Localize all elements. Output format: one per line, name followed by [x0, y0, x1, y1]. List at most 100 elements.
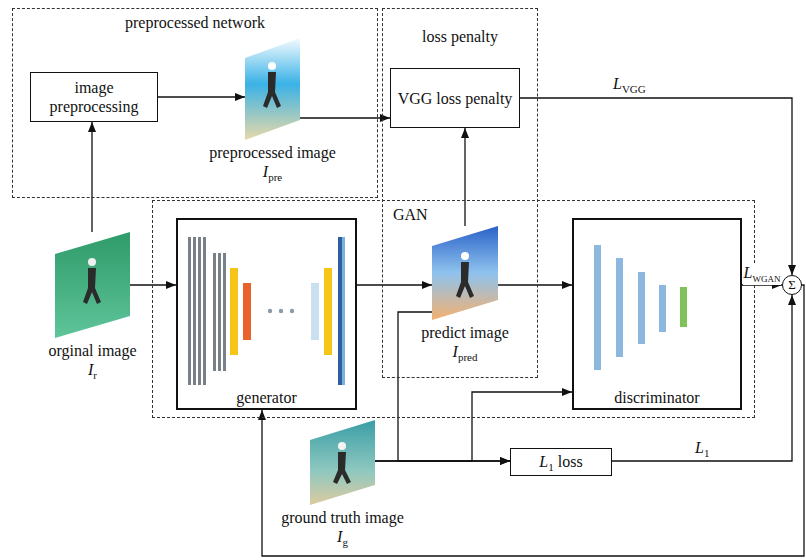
sum-symbol: Σ [788, 277, 796, 293]
edge-label: L [613, 75, 622, 92]
loss-label: LVGG [612, 74, 647, 95]
layer-bar [680, 287, 687, 327]
node-text: preprocessed image [209, 144, 336, 161]
group-heading: GAN [393, 205, 428, 224]
image-caption: predict imageIpred [421, 323, 509, 363]
diver-head [338, 442, 346, 450]
layer-bar [594, 245, 601, 370]
layer-bar [324, 268, 332, 355]
layer-bar [243, 283, 251, 340]
preprocessed-photo [245, 38, 300, 140]
image-node: predict imageIpred [432, 226, 498, 320]
node-text: 1 [548, 461, 554, 473]
node-text: pred [458, 351, 478, 363]
subscript-label: WGAN [752, 274, 780, 284]
connector [91, 122, 92, 232]
node-text: ground truth image [281, 509, 404, 526]
network-box: generator [176, 218, 357, 410]
node-text: loss [558, 453, 583, 470]
connector [498, 284, 572, 285]
text-line: L1 loss [539, 452, 582, 473]
ellipsis-dot [268, 309, 272, 313]
predict-photo [432, 226, 498, 320]
node-text: generator [236, 389, 296, 406]
node-text: g [342, 536, 348, 548]
dashed-group: preprocessed network image preprocessing p… [12, 8, 378, 198]
node-text: Σ [788, 277, 796, 292]
connector [130, 284, 176, 285]
node-text: preprocessed network [125, 14, 265, 31]
connector [398, 312, 510, 461]
diver-figure [333, 452, 351, 484]
group-heading: preprocessed network [13, 13, 377, 32]
edge-label: L [695, 439, 704, 456]
text-line: Ig [281, 527, 404, 548]
node-text: predict image [421, 324, 509, 341]
text-line: GAN [393, 205, 428, 224]
node-text: r [93, 369, 97, 381]
text-line: ground truth image [281, 508, 404, 527]
edge-label: L [744, 264, 753, 281]
ellipsis-dot [279, 309, 283, 313]
image-caption: preprocessed imageIpre [209, 143, 336, 183]
layer-bar [659, 285, 666, 332]
layer-bar [638, 272, 645, 344]
image-node: ground truth imageIg [310, 420, 375, 505]
connector [357, 284, 432, 285]
generator-layers [188, 237, 345, 385]
discriminator-layers [594, 245, 687, 370]
text-line: Σ [788, 277, 796, 293]
text-line: predict image [421, 323, 509, 342]
dashed-group: GAN generator discriminator [152, 200, 755, 418]
connector [464, 128, 465, 226]
diver-figure [83, 268, 101, 304]
text-line: Ipred [421, 342, 509, 363]
layer-bar [198, 237, 201, 385]
connector [520, 98, 792, 275]
image-caption: ground truth imageIg [281, 508, 404, 548]
subscript-label: VGG [622, 83, 646, 95]
group-heading: loss penalty [383, 27, 537, 46]
original-photo [55, 232, 130, 338]
text-line: Ipre [209, 162, 336, 183]
text-line: image preprocessing [37, 78, 151, 116]
connector [300, 117, 390, 118]
layer-bar [213, 253, 216, 371]
subscript-label: 1 [704, 447, 710, 459]
node-text: I [88, 361, 93, 378]
layer-bar [193, 237, 196, 385]
node-text: VGG loss penalty [398, 90, 513, 107]
process-box: image preprocessing [30, 72, 158, 122]
layer-bar [203, 237, 206, 385]
text-line: Ir [48, 360, 136, 381]
layer-bar [338, 237, 342, 385]
loss-label: LWGAN [743, 263, 782, 285]
diver-head [268, 62, 276, 70]
text-line: loss penalty [383, 27, 537, 46]
node-text: image preprocessing [50, 79, 139, 115]
layer-bar [188, 237, 191, 385]
node-text: pre [268, 171, 282, 183]
text-line: VGG loss penalty [398, 89, 513, 108]
node-text: L [539, 453, 548, 470]
dashed-group: loss penaltyVGG loss penalty predict imag… [382, 8, 538, 378]
layer-bar [342, 237, 345, 385]
layer-bar [218, 253, 221, 371]
ellipsis-dot [290, 309, 294, 313]
layer-bar [223, 253, 226, 371]
connector [158, 96, 245, 97]
connector [375, 392, 572, 461]
layer-bar [230, 268, 238, 355]
node-text: GAN [393, 206, 428, 223]
text-line: orginal image [48, 341, 136, 360]
node-text: orginal image [48, 342, 136, 359]
text-line: discriminator [614, 388, 699, 407]
text-line: preprocessed image [209, 143, 336, 162]
node-text: I [453, 343, 458, 360]
text-line: preprocessed network [13, 13, 377, 32]
connector [612, 295, 792, 461]
layer-bar [616, 258, 623, 357]
layer-bar [311, 283, 319, 340]
